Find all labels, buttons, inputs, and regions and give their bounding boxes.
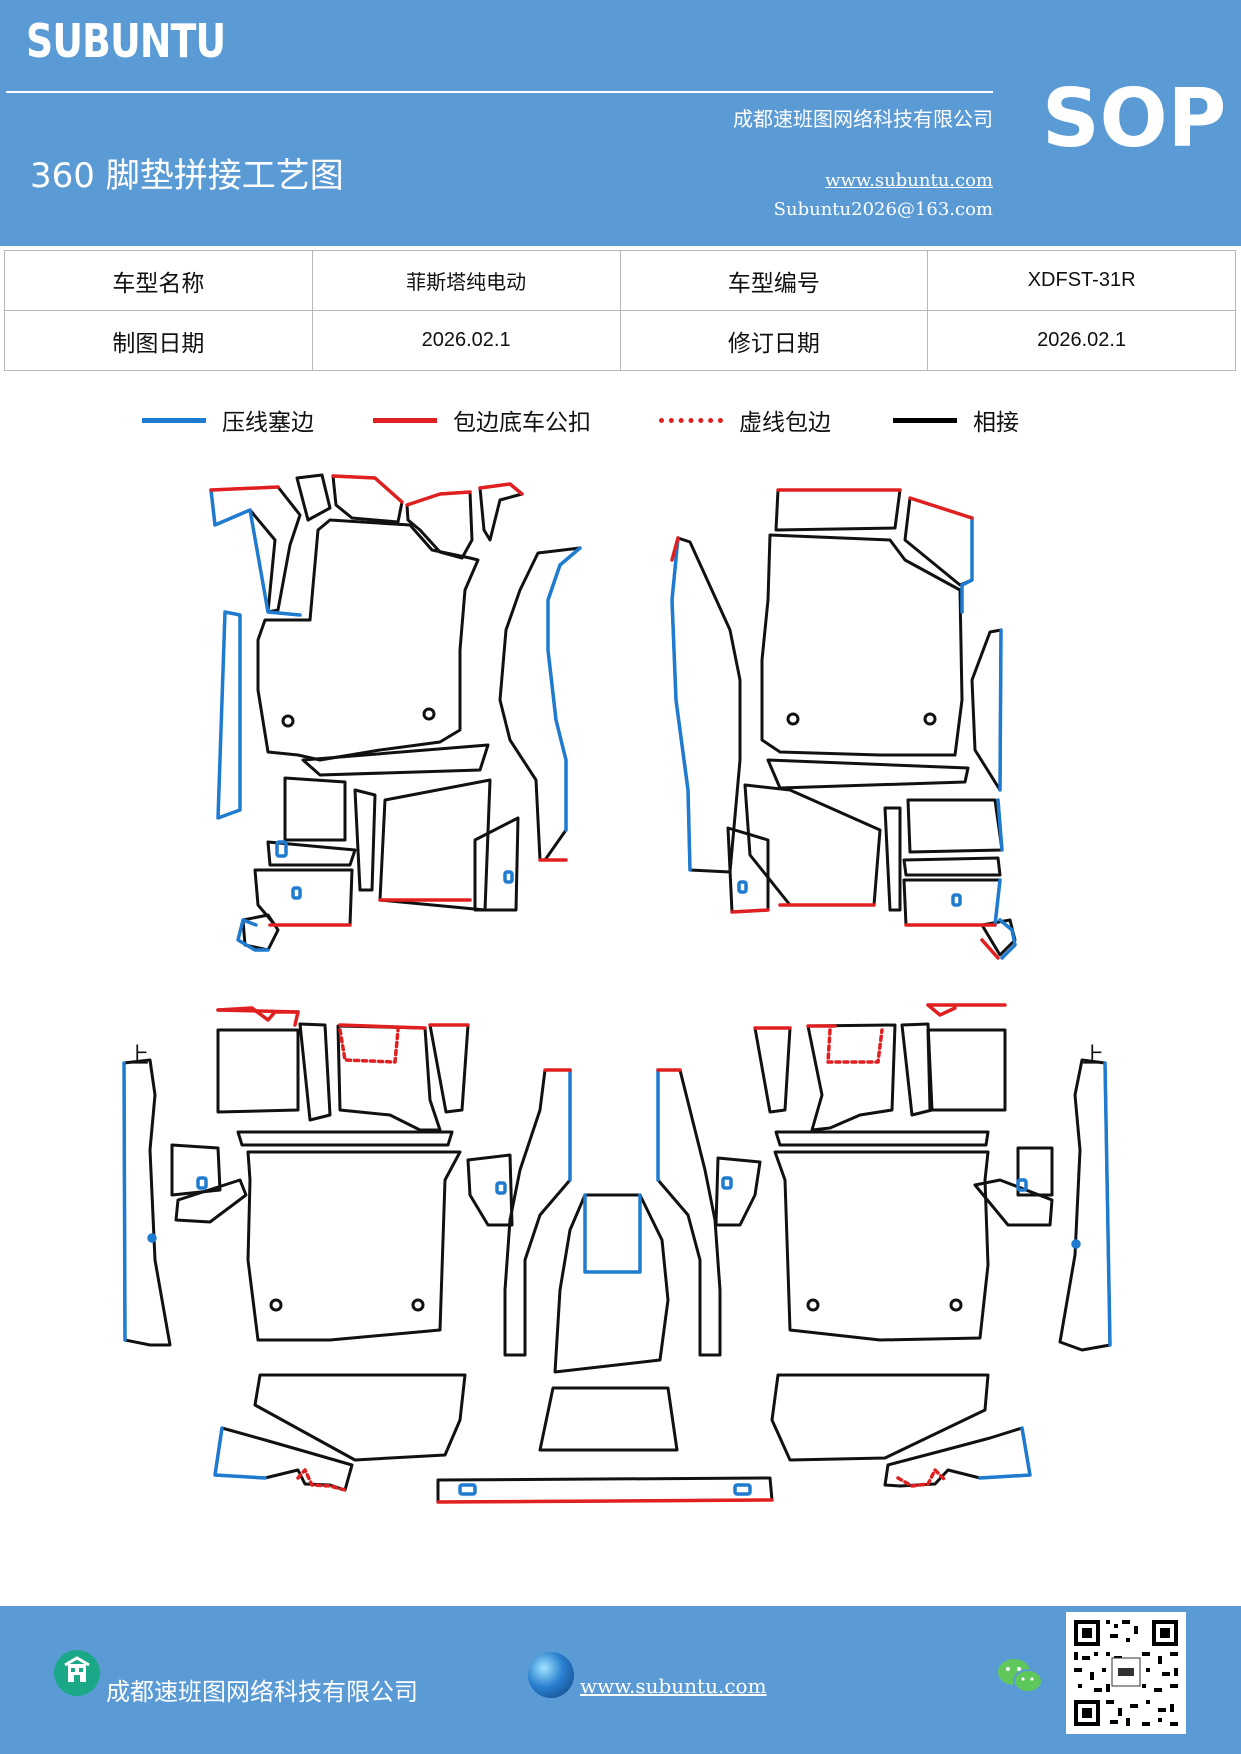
footer-website-link[interactable]: www.subuntu.com: [580, 1674, 767, 1698]
up-marker-left: 上: [127, 1044, 149, 1069]
model-code-label: 车型编号: [619, 250, 929, 311]
table-row: 车型名称 菲斯塔纯电动 车型编号 XDFST-31R: [4, 250, 1236, 311]
legend-item-edge-wrap: 包边底车公扣: [373, 400, 591, 440]
black-line-swatch: [893, 417, 957, 423]
model-name-value: 菲斯塔纯电动: [311, 250, 621, 311]
mat-piece-rear-right-top: [753, 1022, 1007, 1147]
model-name-label: 车型名称: [4, 250, 313, 311]
building-icon: [54, 1650, 100, 1696]
legend-label: 虚线包边: [739, 410, 831, 436]
mat-piece-rear-left-seat: [122, 1058, 462, 1347]
red-line-swatch: [373, 417, 437, 423]
footer-bar: 成都速班图网络科技有限公司 www.subuntu.com: [0, 1606, 1241, 1754]
email-address: Subuntu2026@163.com: [773, 199, 993, 220]
revision-date-label: 修订日期: [619, 310, 929, 371]
mat-pieces-diagram: 上 上: [122, 473, 1112, 1504]
company-name: 成都速班图网络科技有限公司: [733, 107, 993, 131]
website-link[interactable]: www.subuntu.com: [825, 170, 993, 191]
sop-label: SOP: [1042, 72, 1227, 165]
wechat-icon: [998, 1659, 1043, 1693]
vehicle-info-table: 车型名称 菲斯塔纯电动 车型编号 XDFST-31R 制图日期 2026.02.…: [4, 250, 1236, 371]
legend-label: 包边底车公扣: [453, 410, 591, 436]
mat-piece-front-right-top: [670, 488, 974, 874]
header-divider: [6, 91, 993, 93]
mat-piece-front-left-lower: [241, 743, 520, 952]
table-row: 制图日期 2026.02.1 修订日期 2026.02.1: [4, 310, 1236, 371]
blue-line-swatch: [142, 417, 206, 423]
red-dotted-swatch: [659, 417, 723, 423]
legend-label: 相接: [973, 410, 1019, 436]
draw-date-value: 2026.02.1: [311, 310, 621, 371]
legend-label: 压线塞边: [222, 410, 314, 436]
mat-piece-front-right-main: [760, 533, 1003, 792]
seam-blue-lines: [122, 488, 1112, 1496]
document-title: 360 脚垫拼接工艺图: [30, 156, 344, 196]
mat-piece-center-tunnel: [436, 1193, 774, 1504]
qr-code: [1066, 1612, 1186, 1734]
legend-item-dotted-wrap: 虚线包边: [659, 400, 831, 440]
draw-date-label: 制图日期: [4, 310, 313, 371]
mat-piece-rear-right-seat: [773, 1058, 1112, 1352]
wrap-red-lines: [209, 474, 1007, 1504]
mat-piece-front-left-main: [256, 518, 582, 862]
globe-icon: [528, 1652, 574, 1698]
wrap-red-dotted-lines: [296, 1028, 947, 1492]
model-code-value: XDFST-31R: [927, 250, 1236, 311]
brand-logo: SUBUNTU: [26, 14, 226, 68]
line-legend: 压线塞边 包边底车公扣 虚线包边 相接: [0, 400, 1241, 440]
up-marker-right: 上: [1082, 1044, 1104, 1069]
legend-item-press-seam: 压线塞边: [142, 400, 314, 440]
footer-company-name: 成都速班图网络科技有限公司: [106, 1678, 418, 1706]
revision-date-value: 2026.02.1: [927, 310, 1236, 371]
legend-item-joined: 相接: [893, 400, 1019, 440]
header-bar: SUBUNTU 成都速班图网络科技有限公司 360 脚垫拼接工艺图 www.su…: [0, 0, 1241, 246]
